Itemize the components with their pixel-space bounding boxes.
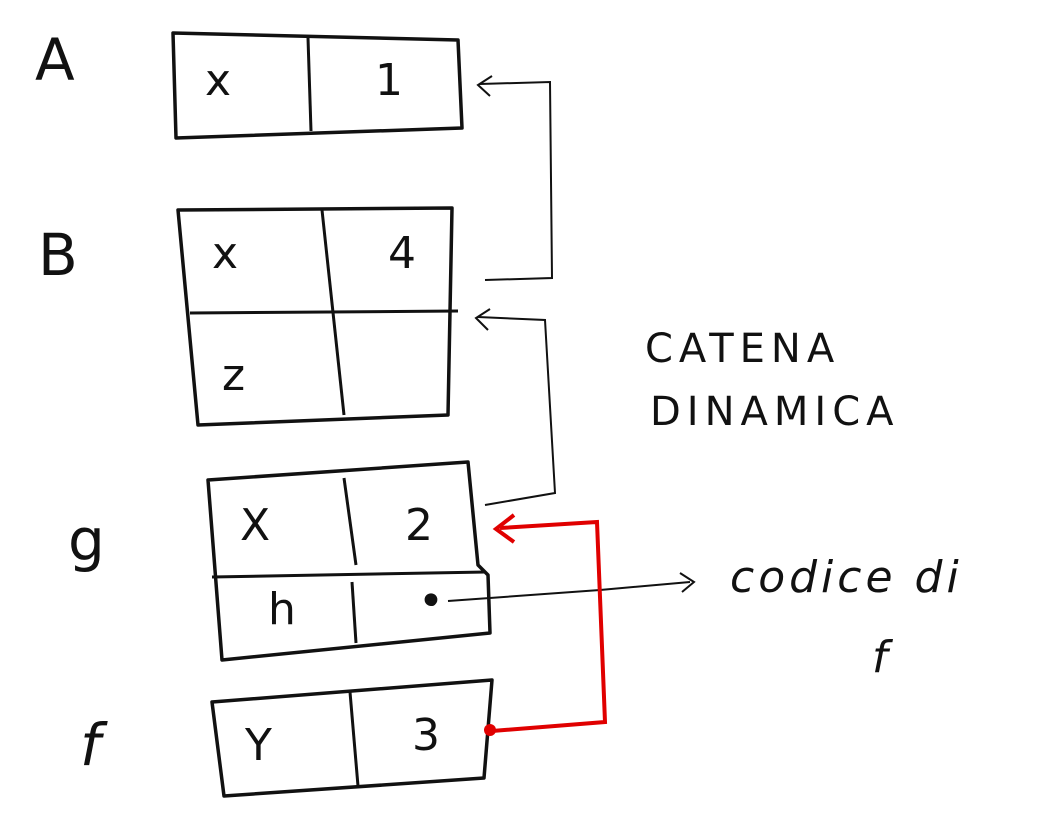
frame-a-box xyxy=(171,31,464,140)
frame-g-row2-var: h xyxy=(268,584,296,635)
frame-f-divider xyxy=(348,691,360,787)
frame-a-label: A xyxy=(35,26,75,94)
frame-g-row1-var: X xyxy=(240,500,270,551)
frame-b-label: B xyxy=(38,221,78,289)
frame-a-divider xyxy=(306,37,313,132)
frame-a-row1-var: x xyxy=(205,55,231,106)
frame-a: A x 1 xyxy=(35,26,464,140)
frame-b: B x 4 z xyxy=(38,206,459,427)
frame-a-row1-val: 1 xyxy=(375,55,403,106)
static-link-f-to-g xyxy=(491,519,608,733)
link-b-to-a xyxy=(479,80,554,281)
h-pointer-dot xyxy=(428,598,436,606)
chain-label-line2: DINAMICA xyxy=(650,389,899,435)
frame-b-row1-var: x xyxy=(212,228,238,279)
frame-b-row1-val: 4 xyxy=(388,228,416,279)
frame-g-col-divider-2 xyxy=(350,581,358,644)
chain-label-line1: CATENA xyxy=(645,326,840,372)
frame-g-label: g xyxy=(68,506,105,574)
frame-b-row-divider xyxy=(189,309,459,315)
frame-f-box xyxy=(210,678,494,798)
code-label-line1: codice di xyxy=(730,552,963,603)
static-link xyxy=(484,513,608,736)
arrowhead-g-to-b xyxy=(474,308,491,331)
h-to-code-arrowhead xyxy=(679,572,696,593)
h-to-code-arrow xyxy=(447,581,691,602)
frame-g-col-divider-1 xyxy=(342,477,358,566)
frame-f-row1-var: Y xyxy=(244,720,272,771)
dynamic-chain-links xyxy=(474,75,557,506)
frame-g-row1-val: 2 xyxy=(405,500,433,551)
frame-f-row1-val: 3 xyxy=(412,710,440,761)
static-link-arrowhead xyxy=(492,513,516,544)
arrowhead-b-to-a xyxy=(476,75,493,97)
frame-g-box xyxy=(206,460,492,662)
frame-b-col-divider xyxy=(320,209,346,416)
frame-b-box xyxy=(176,206,454,427)
frame-g-row-divider xyxy=(211,570,487,579)
link-g-to-b xyxy=(477,316,557,506)
frame-f: f Y 3 xyxy=(80,678,494,798)
frame-g: g X 2 h • xyxy=(68,460,492,662)
code-pointer xyxy=(428,572,696,606)
frame-b-row2-var: z xyxy=(222,350,245,401)
code-label-line2: f xyxy=(872,632,894,683)
static-link-origin-dot xyxy=(484,724,496,736)
frame-f-label: f xyxy=(80,711,108,779)
